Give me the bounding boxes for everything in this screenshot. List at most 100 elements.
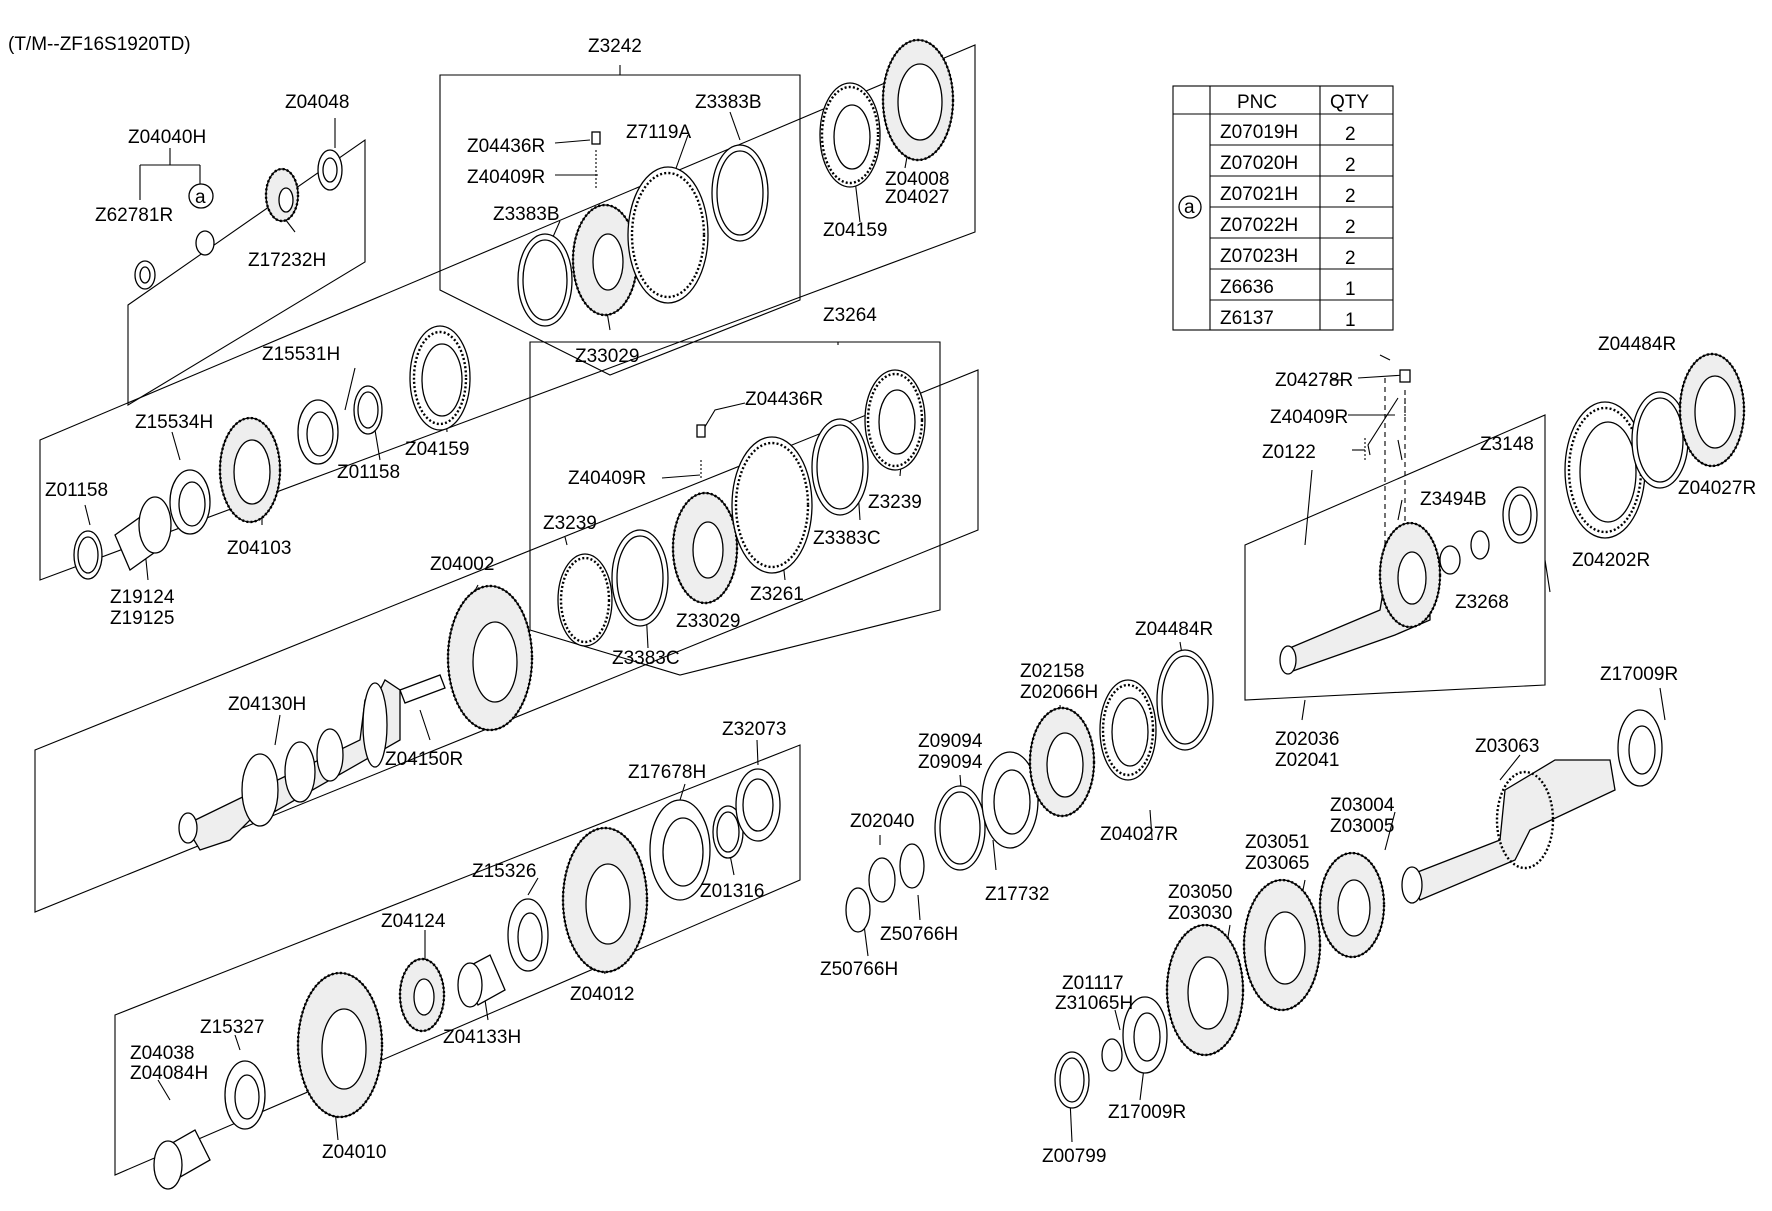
frame-box-z3242 xyxy=(439,74,801,376)
label-z3494b: Z3494B xyxy=(1420,489,1487,510)
label-z02041: Z02041 xyxy=(1275,750,1339,771)
washer-z3494b xyxy=(1439,545,1461,575)
label-z15534h: Z15534H xyxy=(135,412,213,433)
label-z02066h: Z02066H xyxy=(1020,682,1098,703)
label-z04027r-top: Z04027R xyxy=(1678,478,1756,499)
label-z04202r: Z04202R xyxy=(1572,550,1650,571)
label-z32073: Z32073 xyxy=(722,719,786,740)
label-z7119a: Z7119A xyxy=(626,122,691,143)
table-header-qty: QTY xyxy=(1330,92,1369,113)
label-z40409r-top: Z40409R xyxy=(467,167,545,188)
label-z17732: Z17732 xyxy=(985,884,1049,905)
label-z04278r: Z04278R xyxy=(1275,370,1353,391)
label-z04130h: Z04130H xyxy=(228,694,306,715)
label-z04040h: Z04040H xyxy=(128,127,206,148)
label-z01316: Z01316 xyxy=(700,881,764,902)
table-qty-2: 2 xyxy=(1345,155,1356,176)
table-pnc-5: Z07023H xyxy=(1220,246,1298,267)
table-pnc-3: Z07021H xyxy=(1220,184,1298,205)
label-z04084h: Z04084H xyxy=(130,1063,208,1084)
table-qty-5: 2 xyxy=(1345,248,1356,269)
label-z3383c-bottom: Z3383C xyxy=(612,648,680,669)
frame-middle xyxy=(34,369,979,913)
label-z3148: Z3148 xyxy=(1480,434,1534,455)
label-z19124: Z19124 xyxy=(110,587,175,608)
label-z3383b-left: Z3383B xyxy=(493,204,560,225)
label-z15326: Z15326 xyxy=(472,861,536,882)
table-pnc-4: Z07022H xyxy=(1220,215,1298,236)
label-z00799: Z00799 xyxy=(1042,1146,1106,1167)
label-z04008: Z04008 xyxy=(885,169,949,190)
label-z03030: Z03030 xyxy=(1168,903,1232,924)
label-z04048: Z04048 xyxy=(285,92,349,113)
frame-box-z3264 xyxy=(529,341,941,676)
label-z3242: Z3242 xyxy=(588,36,642,57)
label-z09094-b: Z09094 xyxy=(918,752,983,773)
leader-lines xyxy=(84,65,1666,1143)
table-pnc-1: Z07019H xyxy=(1220,122,1298,143)
label-z17009r-top: Z17009R xyxy=(1600,664,1678,685)
label-z04038: Z04038 xyxy=(130,1043,194,1064)
parts: a xyxy=(73,38,1746,1190)
label-z04436r-top: Z04436R xyxy=(467,136,545,157)
label-z03065: Z03065 xyxy=(1245,853,1309,874)
circlip-z50766h-a xyxy=(845,887,871,933)
label-z50766h-b: Z50766H xyxy=(820,959,898,980)
label-z04484r-top: Z04484R xyxy=(1598,334,1676,355)
label-z17232h: Z17232H xyxy=(248,250,326,271)
table-pnc-6: Z6636 xyxy=(1220,277,1274,298)
label-z3239-left: Z3239 xyxy=(543,513,597,534)
table-pnc-2: Z07020H xyxy=(1220,153,1298,174)
table-group-marker-circle xyxy=(1178,195,1202,219)
table-qty-6: 1 xyxy=(1345,279,1356,300)
label-z3261: Z3261 xyxy=(750,584,804,605)
model-code-title: (T/M--ZF16S1920TD) xyxy=(8,34,191,55)
label-z33029-mid: Z33029 xyxy=(676,611,740,632)
label-z04002: Z04002 xyxy=(430,554,494,575)
label-z02040: Z02040 xyxy=(850,811,914,832)
label-z04027r-mid: Z04027R xyxy=(1100,824,1178,845)
label-z3264: Z3264 xyxy=(823,305,877,326)
label-z15531h: Z15531H xyxy=(262,344,340,365)
frame-lower xyxy=(114,744,801,1176)
table-group-marker: a xyxy=(1184,197,1195,218)
callout-marker-a: a xyxy=(195,187,206,208)
label-z03050: Z03050 xyxy=(1168,882,1232,903)
label-z04124: Z04124 xyxy=(381,911,446,932)
label-z02036: Z02036 xyxy=(1275,729,1339,750)
label-z03063: Z03063 xyxy=(1475,736,1539,757)
ring-z3239-left xyxy=(557,553,613,647)
group-frames xyxy=(34,44,1546,1176)
label-z02158: Z02158 xyxy=(1020,661,1084,682)
label-z19125: Z19125 xyxy=(110,608,174,629)
table-pnc-7: Z6137 xyxy=(1220,308,1274,329)
label-z04159-top: Z04159 xyxy=(823,220,887,241)
label-z3268: Z3268 xyxy=(1455,592,1509,613)
pin-z04150r xyxy=(399,674,446,704)
table-qty-3: 2 xyxy=(1345,186,1356,207)
label-z04159-mid: Z04159 xyxy=(405,439,469,460)
label-z03051: Z03051 xyxy=(1245,832,1309,853)
label-z04133h: Z04133H xyxy=(443,1027,521,1048)
table-qty-4: 2 xyxy=(1345,217,1356,238)
ring-z3268 xyxy=(1470,530,1490,560)
sleeve-z3261 xyxy=(731,436,813,574)
circlip-z50766h-b xyxy=(899,843,925,889)
callout-circle-a xyxy=(188,183,214,209)
pnc-qty-table: PNC QTY a Z07019H 2 Z07020H 2 Z07021H 2 … xyxy=(1172,85,1394,331)
ring-z31065h xyxy=(1101,1038,1123,1072)
frame-box-z02036 xyxy=(1244,414,1546,701)
label-z17009r-bottom: Z17009R xyxy=(1108,1102,1186,1123)
label-z04010: Z04010 xyxy=(322,1142,386,1163)
ring-part xyxy=(195,230,215,256)
label-z01158-left: Z01158 xyxy=(45,480,108,501)
label-z04150r: Z04150R xyxy=(385,749,463,770)
label-z04027-top: Z04027 xyxy=(885,187,949,208)
label-z3383b-right: Z3383B xyxy=(695,92,762,113)
label-z09094-a: Z09094 xyxy=(918,731,983,752)
label-z01158-mid: Z01158 xyxy=(337,462,400,483)
label-z17678h: Z17678H xyxy=(628,762,706,783)
table-qty-7: 1 xyxy=(1345,310,1356,331)
part-number-labels: Z3242 Z04048 Z04040H Z62781R Z17232H Z04… xyxy=(45,36,1756,1167)
